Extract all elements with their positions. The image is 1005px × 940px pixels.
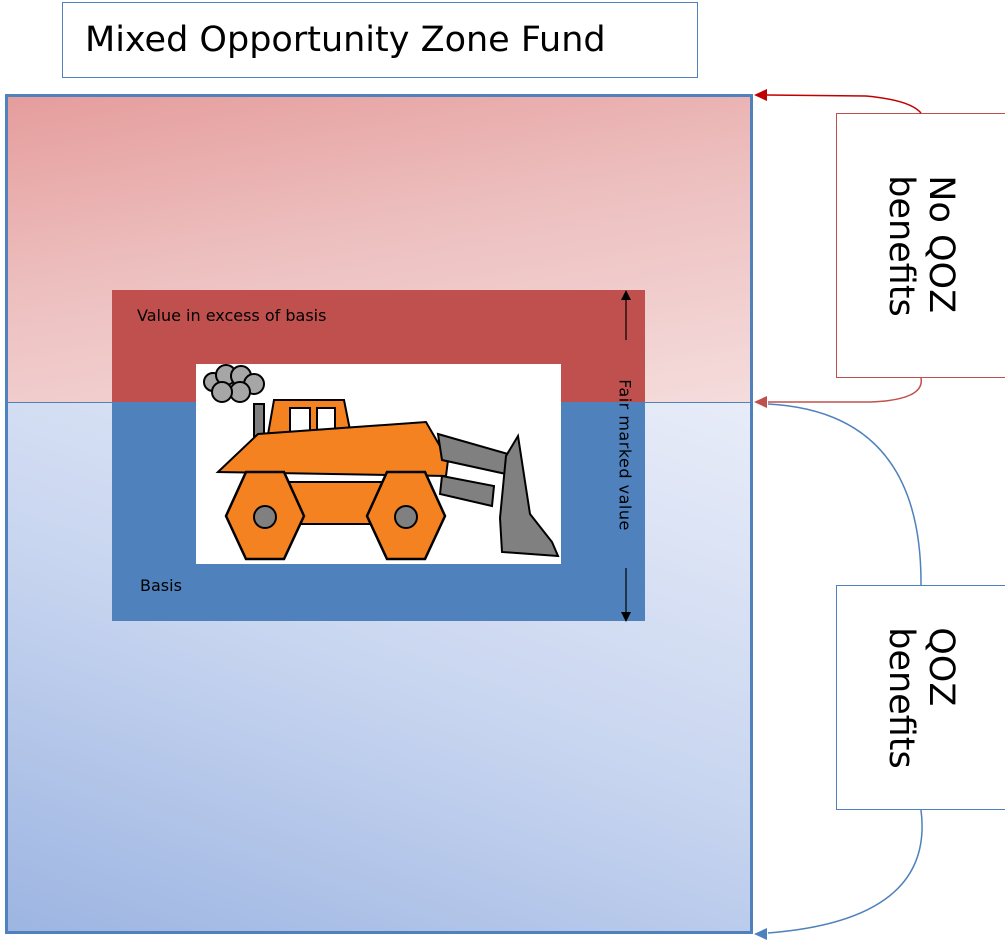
- title-box: Mixed Opportunity Zone Fund: [62, 2, 698, 78]
- no-qoz-top-connector: [765, 94, 922, 114]
- bulldozer-icon: [196, 364, 561, 564]
- no-qoz-top-arrowhead: [754, 89, 767, 101]
- no-qoz-bottom-arrowhead: [754, 396, 767, 408]
- qoz-bottom-connector: [767, 809, 923, 934]
- basis-label: Basis: [140, 576, 182, 595]
- qoz-bottom-arrowhead: [754, 928, 767, 940]
- no-qoz-benefits-callout: No QOZ benefits: [836, 113, 1005, 378]
- qoz-top-connector: [767, 403, 922, 586]
- excess-value-label: Value in excess of basis: [137, 306, 327, 325]
- no-qoz-bottom-connector: [768, 377, 922, 403]
- diagram-title: Mixed Opportunity Zone Fund: [85, 20, 606, 60]
- qoz-benefits-callout: QOZ benefits: [836, 585, 1005, 810]
